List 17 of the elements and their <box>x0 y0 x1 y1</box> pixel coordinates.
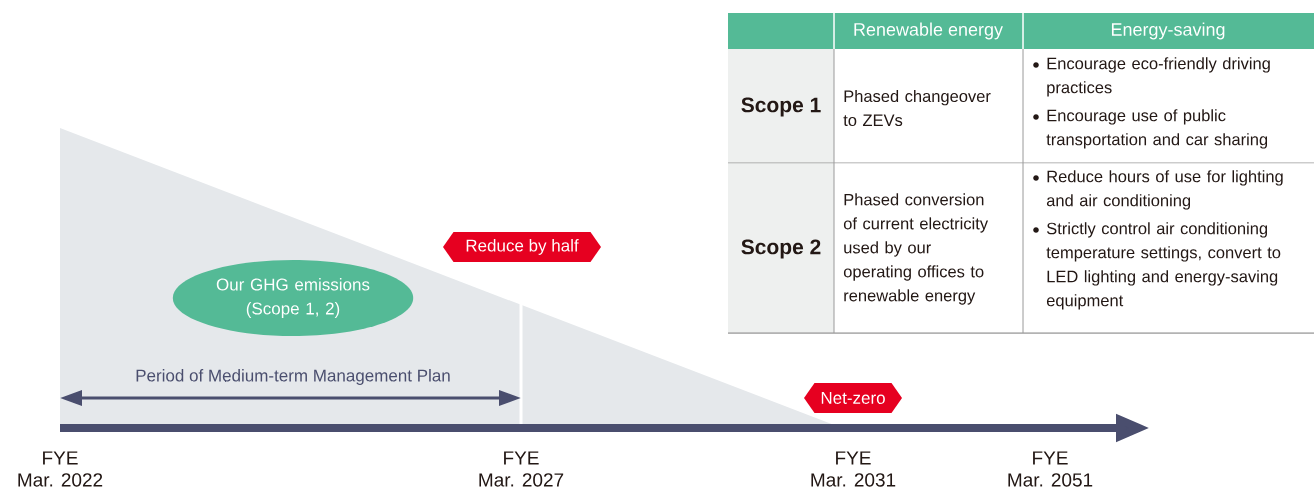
column-header: Renewable energy <box>854 22 1003 40</box>
year-label: FYE Mar. 2051 <box>1008 451 1093 487</box>
row-header: Scope 1 <box>741 97 821 117</box>
tag-label: Reduce by half <box>443 232 601 262</box>
year-label: FYE Mar. 2031 <box>811 451 896 487</box>
period-label: Period of Medium-term Management Plan <box>136 369 450 385</box>
year-label: FYE Mar. 2027 <box>479 451 564 487</box>
bullet-item: Encourage eco-friendly driving practices <box>1033 57 1270 97</box>
row-header: Scope 2 <box>741 239 821 259</box>
column-header: Energy-saving <box>1111 22 1225 40</box>
table-cell-text: Phased conversion of current electricity used by our operating offices to renewable energy <box>843 193 989 305</box>
tag-label: Net-zero <box>804 383 902 413</box>
bullet-item: Strictly control air conditioning temperature settings, convert to LED lighting and energy-saving equipment <box>1033 222 1281 310</box>
year-label: FYE Mar. 2022 <box>18 451 103 487</box>
table-cell-text: Phased changeover to ZEVs <box>843 89 991 127</box>
bullet-item: Reduce hours of use for lighting and air conditioning <box>1033 170 1283 210</box>
bullet-item: Encourage use of public transportation and car sharing <box>1033 109 1268 149</box>
